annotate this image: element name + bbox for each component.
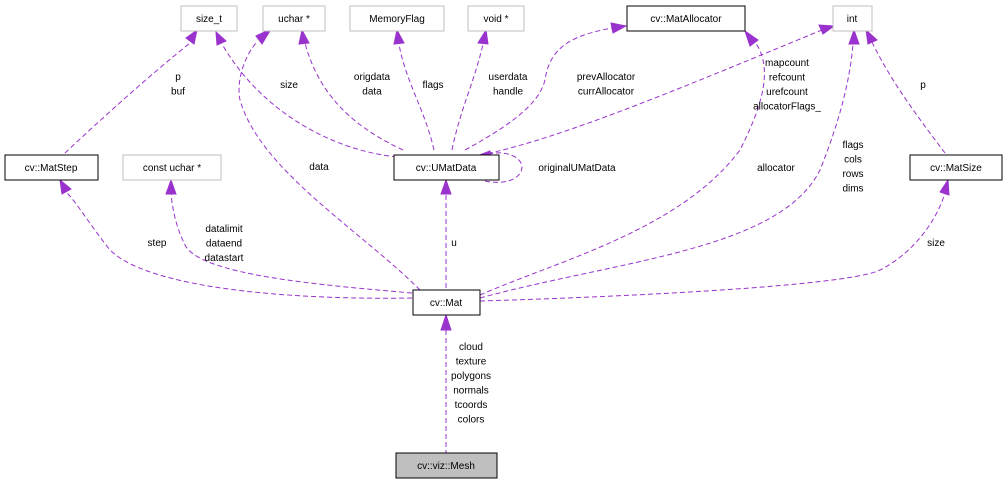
edge-label-umatdata-uchar: origdata data — [354, 72, 391, 98]
edge-label-line: mapcount — [765, 58, 809, 69]
edge-label-line: flags — [842, 140, 863, 151]
node-mesh[interactable]: cv::viz::Mesh — [395, 452, 498, 479]
edge-label-umatdata-void: userdata handle — [489, 72, 528, 98]
edge-label-line: urefcount — [766, 87, 808, 98]
edge-label-line: originalUMatData — [538, 163, 616, 174]
edge-label-line: datalimit — [205, 224, 242, 235]
edge-label-umatdata-matallocator: prevAllocator currAllocator — [577, 72, 636, 98]
node-matallocator[interactable]: cv::MatAllocator — [626, 5, 746, 32]
node-label: const uchar * — [143, 163, 201, 174]
node-label: cv::MatAllocator — [650, 14, 722, 25]
edge-label-mat-umatdata: u — [451, 238, 457, 249]
edge-label-line: cols — [844, 155, 862, 166]
node-label: uchar * — [278, 14, 310, 25]
edge-mat-int — [479, 28, 860, 299]
node-void-ptr[interactable]: void * — [467, 5, 525, 32]
node-label: cv::MatSize — [930, 163, 982, 174]
edge-label-mat-int: flags cols rows dims — [842, 140, 863, 195]
node-mat[interactable]: cv::Mat — [412, 289, 481, 316]
edge-label-line: size — [280, 80, 298, 91]
edge-label-line: rows — [842, 169, 863, 180]
edge-label-line: handle — [493, 87, 523, 98]
edge-label-line: size — [927, 238, 945, 249]
edge-mat-matsize — [479, 178, 950, 302]
edge-matsize-int — [865, 28, 946, 154]
edge-matstep-size_t — [64, 28, 198, 154]
edge-mat-matallocator — [479, 29, 765, 296]
edge-label-line: polygons — [451, 371, 491, 382]
edge-label-mat-const-uchar: datalimit dataend datastart — [205, 224, 244, 264]
edge-label-line: step — [148, 238, 167, 249]
node-label: cv::MatStep — [25, 163, 78, 174]
edge-umatdata-size_t — [215, 30, 398, 158]
edge-label-mat-matsize: size — [927, 238, 945, 249]
edge-label-umatdata-memoryflag: flags — [422, 80, 443, 91]
edge-label-line: u — [451, 238, 457, 249]
edge-label-mesh-mat: cloud texture polygons normals tcoords colors — [451, 342, 491, 426]
node-matsize[interactable]: cv::MatSize — [909, 154, 1003, 181]
edge-label-umatdata-size_t: size — [280, 80, 298, 91]
edge-label-line: flags — [422, 80, 443, 91]
edge-mat-matstep — [59, 178, 413, 299]
edge-label-line: dataend — [206, 239, 242, 250]
node-label: cv::UMatData — [416, 163, 477, 174]
node-label: cv::Mat — [430, 298, 462, 309]
node-label: size_t — [196, 14, 222, 25]
edge-label-line: cloud — [459, 342, 483, 353]
edge-label-mat-matallocator: allocator — [757, 163, 795, 174]
node-uchar-ptr[interactable]: uchar * — [262, 5, 326, 32]
node-size_t[interactable]: size_t — [180, 5, 238, 32]
edge-label-matstep-size_t: p buf — [171, 72, 185, 98]
edge-mat-umatdata — [440, 178, 452, 288]
node-matstep[interactable]: cv::MatStep — [4, 154, 99, 181]
edge-label-mat-matstep: step — [148, 238, 167, 249]
edge-label-line: buf — [171, 87, 185, 98]
edge-label-line: dims — [842, 184, 863, 195]
edge-label-mat-uchar: data — [309, 162, 329, 173]
edge-label-line: data — [309, 162, 329, 173]
node-label: cv::viz::Mesh — [417, 461, 475, 472]
edge-label-line: origdata — [354, 72, 391, 83]
node-label: MemoryFlag — [369, 14, 425, 25]
edge-umatdata-uchar — [298, 28, 404, 151]
edge-label-line: currAllocator — [578, 87, 635, 98]
edge-umatdata-memoryflag — [393, 28, 435, 151]
edge-label-line: allocatorFlags_ — [753, 102, 821, 113]
node-umatdata[interactable]: cv::UMatData — [393, 154, 500, 181]
edge-umatdata-int — [479, 24, 836, 156]
node-label: void * — [483, 14, 508, 25]
edge-label-line: tcoords — [455, 400, 488, 411]
edge-umatdata-void — [451, 28, 489, 151]
edge-mat-const-uchar — [165, 178, 413, 294]
edge-label-line: p — [920, 80, 926, 91]
edge-label-line: datastart — [205, 253, 244, 264]
edge-mat-uchar — [238, 27, 421, 291]
edge-label-line: userdata — [489, 72, 528, 83]
edge-label-line: refcount — [769, 73, 805, 84]
edge-label-line: allocator — [757, 163, 795, 174]
node-int[interactable]: int — [832, 5, 873, 32]
edge-label-line: data — [362, 87, 382, 98]
edge-mesh-mat — [440, 313, 452, 455]
edge-label-line: normals — [453, 386, 489, 397]
edge-label-line: colors — [458, 415, 485, 426]
edge-umatdata-matallocator — [464, 22, 628, 151]
node-const-uchar-ptr[interactable]: const uchar * — [122, 154, 222, 181]
edge-label-line: prevAllocator — [577, 72, 636, 83]
edge-label-line: p — [175, 72, 181, 83]
edge-label-line: texture — [456, 357, 487, 368]
node-memoryflag[interactable]: MemoryFlag — [349, 5, 445, 32]
edge-label-matsize-int: p — [920, 80, 926, 91]
node-label: int — [847, 14, 858, 25]
edge-label-umatdata-self: originalUMatData — [538, 163, 616, 174]
edge-label-umatdata-int: mapcount refcount urefcount allocatorFlags_ — [753, 58, 821, 113]
